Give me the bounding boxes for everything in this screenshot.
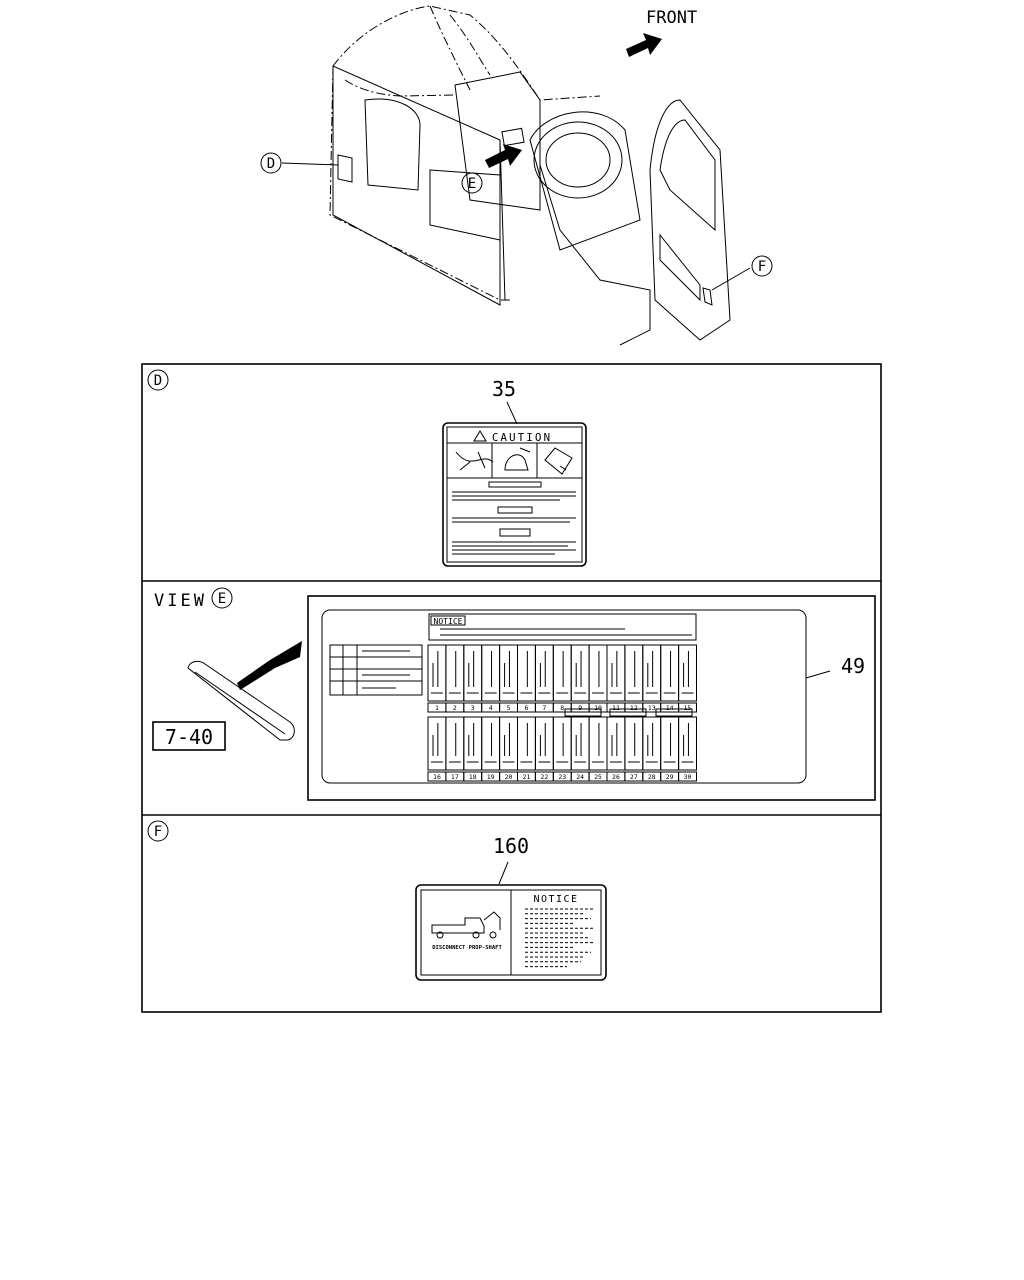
fuse-slot: 22 <box>534 716 554 782</box>
fuse-slot: 24 <box>570 716 590 782</box>
fuse-number: 27 <box>630 773 638 781</box>
fuse-number: 14 <box>666 704 674 712</box>
fuse-slot: 8 <box>552 644 572 713</box>
fuse-slot: 5 <box>499 644 519 713</box>
fuse-number: 22 <box>540 773 548 781</box>
fuse-slot: 14 <box>660 644 680 713</box>
panel-d-marker: D <box>154 373 162 389</box>
fuse-number: 10 <box>594 704 602 712</box>
panel-d: D 35 CAUTION <box>147 369 587 567</box>
fuse-slot: 2 <box>445 644 465 713</box>
fuse-number: 11 <box>612 704 620 712</box>
fuse-number: 30 <box>684 773 692 781</box>
fuse-slot: 27 <box>624 716 644 782</box>
callout-e: E <box>461 172 483 194</box>
fuse-number: 29 <box>666 773 674 781</box>
fuse-number: 28 <box>648 773 656 781</box>
fuse-slot: 6 <box>517 644 536 713</box>
panel-e-marker: E <box>218 591 226 607</box>
caution-title: CAUTION <box>492 431 552 444</box>
fuse-slot: 26 <box>606 716 626 782</box>
ref-part-7-40: 7-40 <box>152 721 226 751</box>
fuse-slot: 30 <box>678 716 697 782</box>
detail-frame <box>141 363 882 1013</box>
callout-f-letter: F <box>758 259 766 275</box>
fuse-slot: 4 <box>481 644 501 713</box>
fuse-slot: 11 <box>606 644 626 713</box>
fuse-slot: 20 <box>499 716 519 782</box>
fuse-number: 5 <box>507 704 511 712</box>
svg-text:7-40: 7-40 <box>165 725 213 749</box>
fuse-slot: 25 <box>588 716 608 782</box>
fuse-slot: 12 <box>624 644 644 713</box>
fuse-slot: 17 <box>445 716 465 782</box>
fuse-number: 2 <box>453 704 457 712</box>
fuse-number: 26 <box>612 773 620 781</box>
fuse-number: 16 <box>433 773 441 781</box>
fuse-slot: 18 <box>463 716 483 782</box>
fuse-number: 15 <box>684 704 692 712</box>
fuse-row-bottom: 16 17 18 19 20 21 22 23 24 25 26 27 28 29 30 <box>427 716 697 782</box>
fuse-slot: 19 <box>481 716 501 782</box>
panel-f-marker: F <box>154 824 162 840</box>
fuse-slot: 1 <box>427 644 447 713</box>
part-number-49: 49 <box>841 654 865 678</box>
fuse-number: 7 <box>542 704 546 712</box>
prop-notice-title: NOTICE <box>533 894 578 905</box>
fuse-number: 9 <box>578 704 582 712</box>
part-number-160: 160 <box>493 834 529 858</box>
caution-label: CAUTION <box>442 422 587 567</box>
fuse-number: 6 <box>524 704 528 712</box>
fuse-slot: 21 <box>517 716 536 782</box>
fuse-number: 1 <box>435 704 439 712</box>
fuse-slot: 15 <box>678 644 697 713</box>
view-text: VIEW <box>154 591 207 611</box>
fuse-number: 25 <box>594 773 602 781</box>
part-number-35: 35 <box>492 377 516 401</box>
panel-e: VIEW E 7-40 NOTICE <box>152 587 876 801</box>
fuse-slot: 28 <box>642 716 662 782</box>
fuse-number: 17 <box>451 773 459 781</box>
fuse-slot: 16 <box>427 716 447 782</box>
fuse-number: 18 <box>469 773 477 781</box>
fuse-slot: 9 <box>570 644 590 713</box>
fuse-slot: 3 <box>463 644 483 713</box>
callout-d: D <box>260 152 282 174</box>
cab-illustration <box>281 5 751 346</box>
fuse-number: 12 <box>630 704 638 712</box>
fuse-number: 8 <box>560 704 564 712</box>
fuse-number: 19 <box>487 773 495 781</box>
front-label: FRONT <box>646 8 697 28</box>
fuse-number: 3 <box>471 704 475 712</box>
fuse-number: 24 <box>576 773 584 781</box>
fuse-slot: 13 <box>642 644 662 713</box>
panel-f: F 160 DISCONNECT PROP-SHAFT NOTICE <box>147 820 607 981</box>
image-caption: DISCONNECT PROP-SHAFT <box>432 945 502 951</box>
fuse-number: 20 <box>505 773 513 781</box>
fuse-number: 13 <box>648 704 656 712</box>
fuse-number: 21 <box>523 773 531 781</box>
fuse-slot: 10 <box>588 644 608 713</box>
callout-f: F <box>751 255 773 277</box>
fuse-slot: 23 <box>552 716 572 782</box>
fuse-number: 4 <box>489 704 493 712</box>
callout-d-letter: D <box>267 156 275 172</box>
callout-e-letter: E <box>468 176 476 192</box>
fuse-slot: 29 <box>660 716 680 782</box>
fuse-slot: 7 <box>534 644 554 713</box>
fuse-notice-title: NOTICE <box>434 617 463 626</box>
prop-shaft-notice-label: DISCONNECT PROP-SHAFT NOTICE <box>415 884 607 981</box>
fuse-number: 23 <box>558 773 566 781</box>
